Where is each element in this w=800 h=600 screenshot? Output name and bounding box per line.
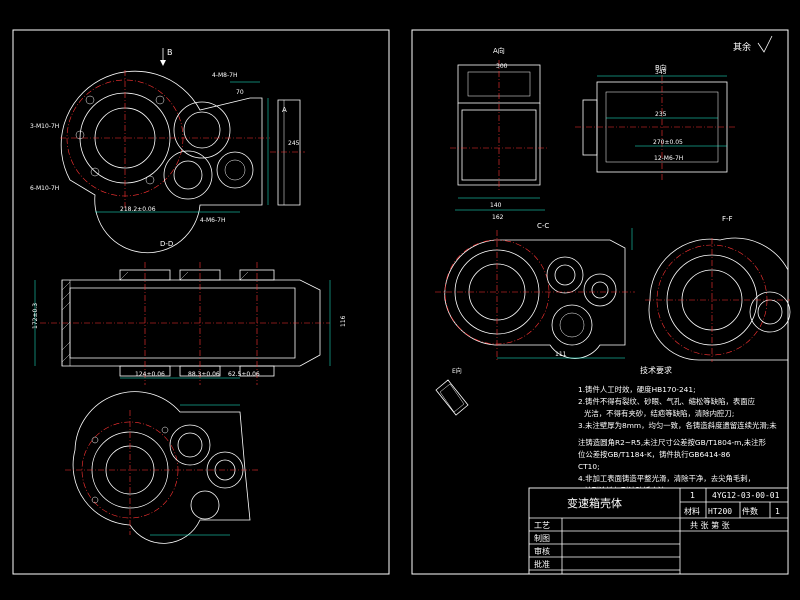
- view-b-label: B: [167, 48, 173, 57]
- title-block: 变速箱壳体 1 4YG12-03-00-01 材料 HT200 件数 1 共 张…: [528, 487, 789, 575]
- dim-172: 172±0.3: [32, 303, 39, 329]
- material-label: 材料: [684, 506, 700, 516]
- qty-value: 1: [775, 507, 780, 516]
- dim-218: 218.2±0.06: [120, 206, 156, 213]
- dim-124: 124±0.06: [135, 371, 165, 378]
- section-mark-a: A: [282, 106, 287, 114]
- dim-6-m10: 6-M10-7H: [30, 185, 59, 192]
- tech-line-1: 1.铸件人工时效，硬度HB170-241;: [578, 385, 696, 394]
- dim-300: 300: [496, 63, 508, 70]
- tech-line-4: 3.未注壁厚为8mm，均匀一致，各铸造斜度遗留连续光滑;未: [578, 421, 777, 430]
- scale: 1: [690, 491, 695, 500]
- row-checked: 审核: [534, 546, 550, 556]
- dim-62: 62.5±0.06: [228, 371, 260, 378]
- b-view: B向 345 235 270±0.05 12-M6-7H: [575, 63, 735, 180]
- ff-section-view: F-F: [645, 215, 791, 362]
- left-sheet-border: [12, 29, 390, 575]
- view-a-label: A向: [493, 46, 505, 55]
- roughness-symbol: [757, 35, 773, 53]
- dim-4-m6: 4-M6-7H: [200, 217, 225, 224]
- view-b-label-right: B向: [655, 63, 667, 72]
- row-drawn: 制图: [534, 533, 550, 543]
- material-value: HT200: [708, 507, 732, 516]
- dim-88: 88.3±0.06: [188, 371, 220, 378]
- row-process: 工艺: [534, 521, 550, 530]
- dim-140: 140: [490, 202, 502, 209]
- dim-162: 162: [492, 214, 504, 221]
- a-view: A向 300 140 162: [450, 46, 548, 221]
- view-ff-label: F-F: [722, 215, 733, 223]
- tech-requirements: 技术要求 1.铸件人工时效，硬度HB170-241; 2.铸件不得有裂纹、砂眼、…: [578, 365, 777, 495]
- tech-line-3: 光洁，不得有夹砂，结疤等缺陷，清除内腔刀;: [584, 409, 734, 418]
- drawing-number: 4YG12-03-00-01: [712, 491, 780, 500]
- dim-4-m8: 4-M8-7H: [212, 72, 237, 79]
- dim-235: 235: [655, 111, 667, 118]
- tech-line-6: 注铸造圆角R2~R5,未注尺寸公差按GB/T1804-m,未注形: [578, 438, 767, 447]
- dim-12-m6: 12-M6-7H: [654, 155, 683, 162]
- view-b-arrow-marker: B: [160, 48, 173, 66]
- view-e-label: E向: [452, 367, 462, 375]
- tech-line-7: 位公差按GB/T1184-K，铸件执行GB6414-86: [578, 450, 731, 459]
- tech-line-8: CT10;: [578, 462, 600, 471]
- tech-line-9: 4.非加工表面铸造平整光滑，清除干净，去尖角毛刺，: [578, 474, 755, 483]
- tech-requirements-title: 技术要求: [640, 365, 672, 375]
- dim-3-m10: 3-M10-7H: [30, 123, 59, 130]
- roughness-note: 其余: [733, 41, 751, 53]
- bottom-left-top-view: [65, 391, 260, 544]
- dim-345: 345: [655, 69, 667, 76]
- top-left-side-profile: [270, 99, 305, 206]
- dd-section-view: D-D 124±0.06 88.3±0.06 62.5±0.06 172±0.3…: [32, 240, 347, 385]
- view-dd-label: D-D: [160, 240, 173, 248]
- qty-label: 件数: [742, 506, 758, 516]
- cc-section-view: C-C 111: [435, 222, 635, 360]
- dim-111: 111: [555, 351, 567, 358]
- row-approved: 批准: [534, 559, 550, 569]
- dim-70: 70: [236, 89, 244, 96]
- e-view: E向: [435, 367, 469, 416]
- tech-line-2: 2.铸件不得有裂纹、砂眼、气孔、缩松等缺陷，表面应: [578, 397, 756, 406]
- part-name: 变速箱壳体: [567, 496, 622, 510]
- dim-270: 270±0.05: [653, 139, 683, 146]
- top-left-front-view: 218.2±0.06 4-M8-7H 3-M10-7H 6-M10-7H 4-M…: [30, 70, 300, 254]
- view-cc-label: C-C: [537, 222, 549, 230]
- dim-245: 245: [288, 140, 300, 147]
- dim-116: 116: [340, 315, 347, 327]
- sheet-count: 共 张 第 张: [690, 520, 730, 530]
